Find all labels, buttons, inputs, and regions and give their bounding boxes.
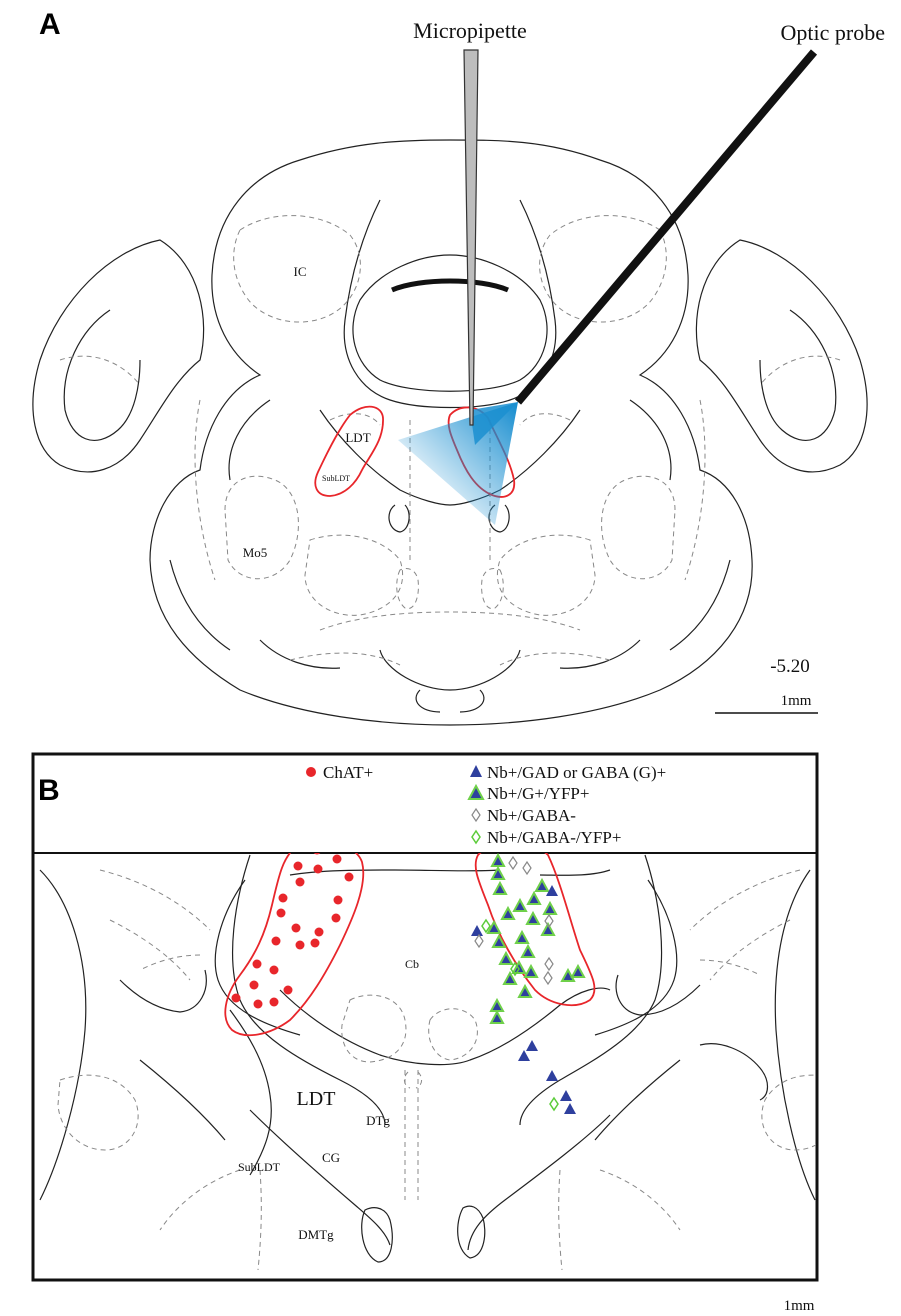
gad-cell (560, 1090, 572, 1101)
region-label-subldt-a: SubLDT (322, 474, 350, 483)
g-yfp-cell (572, 966, 584, 977)
region-label-dmtg: DMTg (298, 1227, 334, 1242)
chat-cells (232, 846, 354, 1009)
chat-cell (277, 909, 286, 918)
region-label-cb: Cb (405, 957, 419, 971)
chat-cell (272, 937, 281, 946)
legend-label-gyfp: Nb+/G+/YFP+ (487, 784, 589, 803)
chat-cell (332, 914, 341, 923)
gad-cell (518, 1050, 530, 1061)
red-circle-icon (306, 767, 316, 777)
g-yfp-cell (514, 900, 526, 911)
micropipette (464, 50, 478, 425)
chat-cell (284, 986, 293, 995)
g-yfp-cell (525, 966, 537, 977)
brain-section-b-outline (40, 855, 815, 1262)
chat-cell (270, 998, 279, 1007)
g-yfp-cell (536, 880, 548, 891)
bregma-label: -5.20 (770, 656, 810, 677)
chat-cell (313, 846, 322, 855)
panel-b-frame (33, 754, 817, 1280)
g-yfp-cell (516, 932, 528, 943)
g-yfp-cell (544, 903, 556, 914)
chat-cell (253, 960, 262, 969)
gaba-neg-yfp-cell (550, 1098, 558, 1110)
blue-triangle-icon (470, 765, 482, 777)
region-label-cg: CG (322, 1150, 340, 1165)
legend-label-gabanegyfp: Nb+/GABA-/YFP+ (487, 828, 621, 847)
brain-section-b: Cb LDT DTg SubLDT CG DMTg (40, 842, 842, 1270)
g-yfp-cell (502, 908, 514, 919)
g-yfp-cell (527, 913, 539, 924)
panel-a: A (33, 8, 885, 725)
region-label-mo5: Mo5 (243, 545, 268, 560)
chat-cell (333, 855, 342, 864)
legend-label-gad: Nb+/GAD or GABA (G)+ (487, 763, 666, 782)
legend: ChAT+ Nb+/GAD or GABA (G)+ Nb+/G+/YFP+ N… (306, 763, 666, 847)
chat-cell (254, 1000, 263, 1009)
g-yfp-cell (491, 1012, 503, 1023)
g-yfp-cell (491, 1000, 503, 1011)
gad-cell (471, 925, 483, 936)
chat-cell (311, 939, 320, 948)
gaba-neg-cell (509, 857, 517, 869)
legend-label-gabaneg: Nb+/GABA- (487, 806, 576, 825)
ldt-subldt-b-outline (225, 843, 363, 1035)
chat-cell (279, 894, 288, 903)
gaba-neg-cell (544, 972, 552, 984)
chat-cell (345, 873, 354, 882)
scale-bar-a-label: 1mm (781, 693, 812, 709)
g-yfp-cell (519, 986, 531, 997)
chat-cell (270, 966, 279, 975)
chat-cell (296, 941, 305, 950)
micropipette-label: Micropipette (413, 18, 527, 43)
optic-probe-label: Optic probe (781, 20, 885, 45)
chat-cell (292, 924, 301, 933)
gaba-neg-yfp-cells (482, 920, 558, 1110)
panel-b-letter: B (38, 774, 60, 807)
scale-bar-b-label: 1mm (784, 1298, 815, 1314)
gaba-neg-cell (475, 935, 483, 947)
region-label-ldt-a: LDT (345, 430, 370, 445)
g-yfp-cell (492, 855, 504, 866)
chat-cell (232, 994, 241, 1003)
gad-cell (546, 1070, 558, 1081)
gaba-neg-cell (545, 958, 553, 970)
panel-b: B ChAT+ Nb+/GAD or GABA (G)+ Nb+/G+/YFP+… (33, 754, 842, 1314)
region-label-subldt-b: SubLDT (238, 1160, 281, 1174)
green-diamond-icon (472, 831, 480, 843)
legend-label-chat: ChAT+ (323, 763, 373, 782)
gad-cell (564, 1103, 576, 1114)
panel-a-letter: A (39, 8, 61, 41)
g-yfp-cell (492, 868, 504, 879)
gad-cell (526, 1040, 538, 1051)
chat-cell (250, 981, 259, 990)
chat-cell (315, 928, 324, 937)
chat-cell (296, 878, 305, 887)
region-label-ic: IC (294, 264, 307, 279)
chat-cell (314, 865, 323, 874)
light-cone (398, 402, 518, 525)
region-label-dtg: DTg (366, 1113, 390, 1128)
g-yfp-cell (522, 946, 534, 957)
gaba-neg-cell (523, 862, 531, 874)
green-bordered-triangle-icon (469, 786, 483, 799)
chat-cell (334, 896, 343, 905)
brain-section-b-dashed-contours (58, 870, 842, 1270)
g-yfp-cell (494, 883, 506, 894)
grey-diamond-icon (472, 809, 480, 821)
chat-cell (294, 862, 303, 871)
g-yfp-cell (528, 893, 540, 904)
region-label-ldt-b: LDT (297, 1088, 336, 1110)
